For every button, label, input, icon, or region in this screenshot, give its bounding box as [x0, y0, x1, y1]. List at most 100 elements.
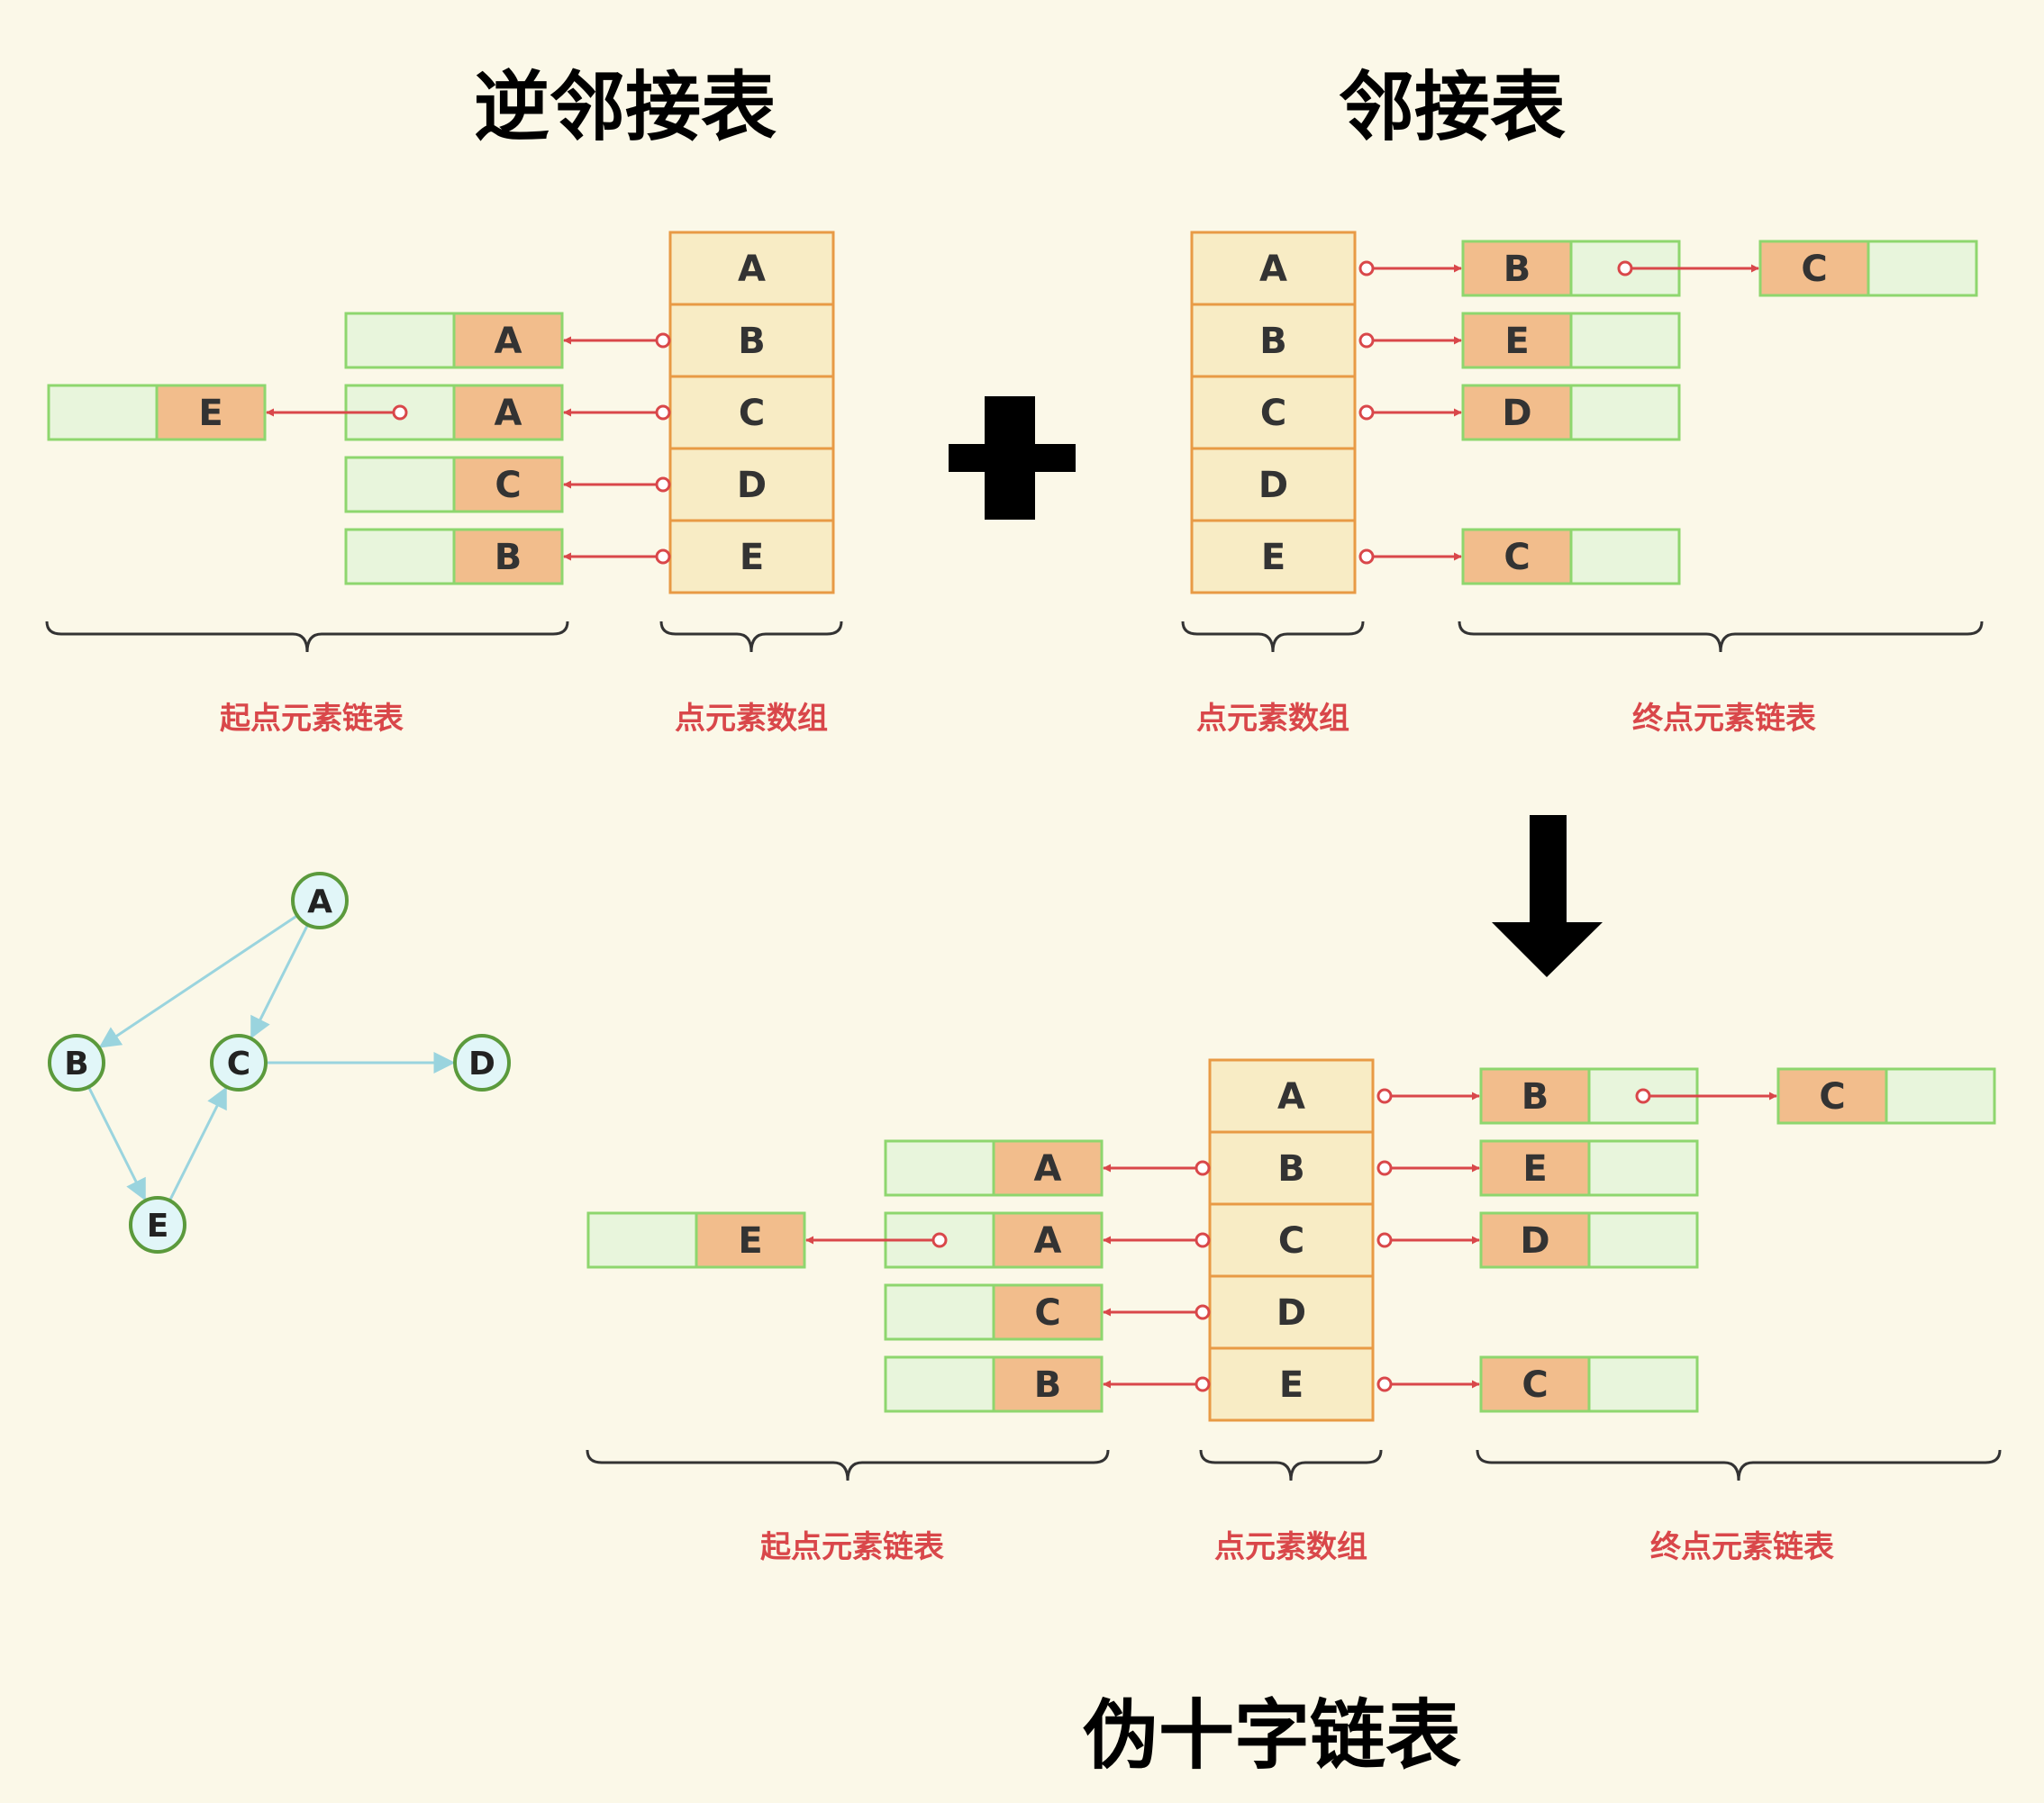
adjacency-lists-top-arrow-0-0-origin [1358, 260, 1375, 276]
brace-end-list-bottom [1476, 1449, 2002, 1481]
inverse-lists-top-node-3-0-value-field [452, 456, 564, 513]
graph-edge-A-C [250, 924, 309, 1039]
brace-start-list-bottom [586, 1449, 1110, 1481]
title-adjacency: 邻接表 [1338, 63, 1567, 151]
pseudo-adjacency-lists-node-2-0-value-field [1479, 1211, 1591, 1269]
pseudo-adjacency-lists-node-4-0-value-field [1479, 1355, 1591, 1413]
vertex-label-C: C [739, 393, 765, 434]
vertex-label-A: A [1259, 249, 1287, 290]
braces-group [45, 621, 2002, 1481]
inverse-lists-top-node-2-0-label: A [495, 393, 522, 434]
vertex-cell-B [1208, 1130, 1375, 1206]
pseudo-adjacency-lists-node-1-0-pointer-field [1587, 1139, 1699, 1197]
pseudo-inverse-lists-arrow-4-0-origin [1195, 1376, 1211, 1392]
pseudo-adjacency-lists-node-4-0-label: C [1522, 1364, 1548, 1406]
graph-edge-E-C [168, 1086, 228, 1201]
vertex-label-E: E [740, 537, 764, 578]
vertex-cell-A [1208, 1058, 1375, 1134]
pseudo-inverse-lists-node-4-0-pointer-field [884, 1355, 995, 1413]
brace-vertex-array-bottom [1199, 1449, 1383, 1481]
vertex-cell-D [1208, 1274, 1375, 1350]
pseudo-adjacency-lists-arrow-1-0-origin [1376, 1160, 1393, 1176]
inverse-lists-top-arrow-4-0-origin [655, 548, 671, 565]
pseudo-inverse-lists-arrow-1-0-origin [1195, 1160, 1211, 1176]
adjacency-lists-top-arrow-2-0-origin [1358, 404, 1375, 421]
pseudo-adjacency-lists-node-0-0-label: B [1522, 1076, 1549, 1118]
graph-node-label-D: D [468, 1046, 495, 1083]
pseudo-adjacency-lists-node-0-1-value-field [1776, 1067, 1888, 1125]
vertex-label-D: D [1258, 465, 1288, 506]
graph-node-label-B: B [64, 1046, 88, 1083]
inverse-lists-top-node-1-0-value-field [452, 312, 564, 369]
pseudo-adjacency-lists-arrow-2-0-origin [1376, 1232, 1393, 1248]
pseudo-inverse-lists-node-2-1-value-field [695, 1211, 806, 1269]
inverse-lists-top-node-2-1-pointer-field [47, 384, 159, 441]
vertex-cell-A [1190, 231, 1357, 306]
inverse-lists-top-node-4-0-pointer-field [344, 528, 456, 585]
pseudo-inverse-lists-node-3-0-value-field [992, 1283, 1104, 1341]
pseudo-adjacency-lists-node-0-1-pointer-field [1885, 1067, 1996, 1125]
pseudo-inverse-lists-node-1-0-value-field [992, 1139, 1104, 1197]
inverse-lists-top-node-1-0-pointer-field [344, 312, 456, 369]
adjacency-lists-top-node-0-1-value-field [1758, 240, 1870, 297]
inverse-lists-top-node-1-0-label: A [495, 321, 522, 362]
adjacency-lists-top-node-4-0-pointer-field [1569, 528, 1681, 585]
graph-node-label-E: E [147, 1208, 169, 1245]
vertex-label-E: E [1279, 1364, 1304, 1406]
pseudo-inverse-lists-arrow-2-1-origin [931, 1232, 948, 1248]
vertex-cell-D [1190, 447, 1357, 522]
pseudo-inverse-lists-node-2-0-label: A [1034, 1220, 1062, 1262]
adjacency-lists-top-node-0-0-value-field [1461, 240, 1573, 297]
caption-end-list-top: 终点元素链表 [1632, 701, 1816, 737]
inverse-lists-top-node-3-0-pointer-field [344, 456, 456, 513]
caption-vertex-array-top-left: 点元素数组 [675, 701, 828, 737]
vertex-label-E: E [1261, 537, 1285, 578]
vertex-label-D: D [1276, 1292, 1306, 1334]
inverse-lists-top: AA E CB [47, 312, 671, 585]
graph-edge-B-E [87, 1086, 147, 1201]
vertex-cell-C [1208, 1202, 1375, 1278]
vertex-cell-A [668, 231, 835, 306]
inverse-lists-top-node-3-0-label: C [495, 465, 521, 506]
vertex-label-B: B [1259, 321, 1287, 362]
inverse-lists-top-node-4-0-label: B [495, 537, 522, 578]
pseudo-inverse-lists-node-4-0-label: B [1034, 1364, 1062, 1406]
inverse-lists-top-arrow-2-0-origin [655, 404, 671, 421]
adjacency-lists-top-node-4-0-value-field [1461, 528, 1573, 585]
plus-icon [949, 396, 1076, 520]
graph-node-label-A: A [307, 883, 332, 920]
adjacency-lists-top-node-0-1-pointer-field [1867, 240, 1978, 297]
vertex-label-D: D [737, 465, 767, 506]
pseudo-adjacency-lists-arrow-4-0-origin [1376, 1376, 1393, 1392]
graph-node-B [48, 1034, 105, 1092]
inverse-lists-top-arrow-1-0-origin [655, 332, 671, 349]
graph-edge-A-B [98, 914, 298, 1048]
pseudo-adjacency-lists-node-4-0-pointer-field [1587, 1355, 1699, 1413]
vertex-label-B: B [1277, 1148, 1305, 1190]
adjacency-lists-top-node-0-0-label: B [1503, 249, 1531, 290]
vertex-cell-E [1190, 519, 1357, 594]
pseudo-adjacency-lists-arrow-0-0-origin [1376, 1088, 1393, 1104]
vertex-cell-C [668, 375, 835, 450]
adjacency-lists-top-arrow-1-0-origin [1358, 332, 1375, 349]
pseudo-inverse-lists-arrow-2-0-origin [1195, 1232, 1211, 1248]
vertex-cell-E [1208, 1346, 1375, 1422]
vertex-cell-E [668, 519, 835, 594]
adjacency-lists-top-node-2-0-pointer-field [1569, 384, 1681, 441]
title-pseudo-orthogonal: 伪十字链表 [1082, 1691, 1462, 1780]
adjacency-lists-top-node-1-0-label: E [1504, 321, 1529, 362]
pseudo-inverse-lists-node-1-0-pointer-field [884, 1139, 995, 1197]
vertex-label-B: B [738, 321, 766, 362]
pseudo-adjacency-lists-node-2-0-pointer-field [1587, 1211, 1699, 1269]
inverse-lists-top-node-2-1-label: E [198, 393, 223, 434]
pseudo-inverse-lists-node-1-0-label: A [1034, 1148, 1062, 1190]
inverse-lists-top-node-4-0-value-field [452, 528, 564, 585]
